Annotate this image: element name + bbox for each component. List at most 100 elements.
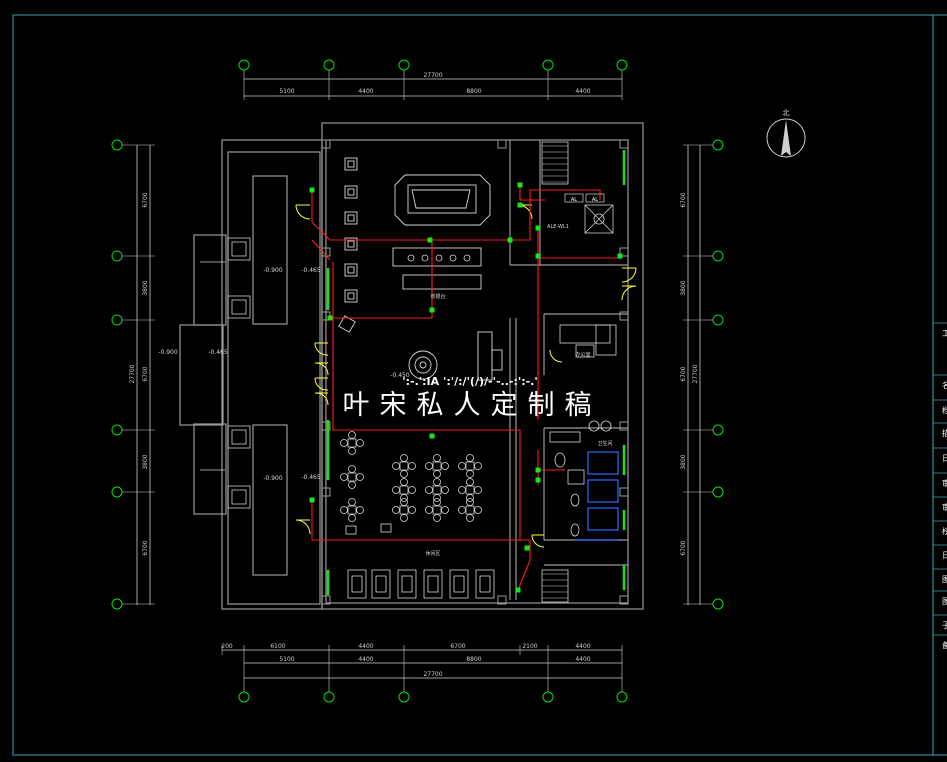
level-center: -0.450 (390, 372, 410, 379)
column-mark (619, 247, 629, 257)
axis-bubble-top (323, 59, 335, 71)
chair (340, 439, 348, 447)
chair (433, 494, 441, 502)
dim-right-seg-4: 3800 (680, 454, 687, 469)
office-furniture (559, 324, 617, 358)
device-box (427, 237, 433, 243)
title-char: 日 (942, 454, 947, 463)
chair (474, 462, 482, 470)
electrical-devices (309, 182, 623, 593)
device-box (517, 182, 523, 188)
title-char: 审 (942, 502, 947, 512)
device-box (524, 545, 530, 551)
dim-bottom-r1-5: 2100 (522, 643, 537, 650)
side-table (380, 523, 392, 533)
dim-top-seg-3: 8800 (466, 88, 481, 95)
title-char: 子 (942, 621, 947, 630)
level-left-entry: -0.900 (158, 349, 178, 356)
dim-right-seg-1: 6700 (680, 192, 687, 207)
column-mark (619, 595, 629, 605)
chair (466, 498, 474, 506)
dim-bottom-r1-2: 6100 (270, 643, 285, 650)
stair-treads-bottom (542, 573, 568, 599)
title-char: 日 (942, 551, 947, 560)
axis-bubble-top (542, 59, 554, 71)
chair (400, 498, 408, 506)
level-hall-lower: -0.465 (301, 474, 321, 481)
display-stand-inner (347, 266, 355, 274)
office-label: 办公室 (575, 351, 590, 358)
stair-top-right (541, 141, 569, 185)
left-shaft-details (200, 237, 251, 509)
counter-label: 收银台 (430, 293, 445, 300)
display-stand (344, 263, 358, 277)
dim-right-seg-2: 3800 (680, 280, 687, 295)
dim-right-seg-3: 6700 (680, 366, 687, 381)
counter-seat (421, 254, 429, 262)
device-box (327, 315, 333, 321)
dim-left-seg-1: 6700 (142, 192, 149, 207)
title-block (932, 14, 947, 756)
table (432, 505, 442, 515)
display-stand (344, 289, 358, 303)
dim-bottom-r1-4: 6700 (450, 643, 465, 650)
chair (400, 454, 408, 462)
counter-seat (407, 254, 415, 262)
level-lower-planter: -0.900 (263, 475, 283, 482)
doors (295, 204, 637, 548)
dim-left-seg-4: 3800 (142, 454, 149, 469)
chair (458, 486, 466, 494)
title-char: 工 (942, 329, 947, 338)
chair (433, 478, 441, 486)
chair (340, 506, 348, 514)
chair (474, 486, 482, 494)
table (399, 505, 409, 515)
chair (458, 506, 466, 514)
chair (466, 478, 474, 486)
axis-bubble-left (111, 598, 123, 610)
chair (466, 454, 474, 462)
seating-label: 休闲区 (425, 550, 440, 557)
axis-bubble-top (398, 59, 410, 71)
booth-seat (479, 575, 491, 593)
device-box (507, 237, 513, 243)
device-box (535, 477, 541, 483)
chair (466, 470, 474, 478)
chair (408, 486, 416, 494)
dim-top-total: 27700 (423, 72, 442, 79)
axis-bubble-right (712, 424, 724, 436)
booth (475, 569, 495, 599)
chair (400, 478, 408, 486)
dim-bottom-r1-1: 200 (221, 643, 233, 650)
device-box (517, 202, 523, 208)
display-stand (344, 237, 358, 251)
dim-bottom-r1-6: 4400 (575, 643, 590, 650)
display-stand (344, 185, 358, 199)
booth (397, 569, 417, 599)
structural-columns (321, 139, 629, 605)
chair (408, 506, 416, 514)
coffee-bar (408, 331, 503, 381)
drawing-frame (12, 14, 947, 756)
column-mark (497, 139, 507, 149)
booth (371, 569, 391, 599)
device-box (617, 253, 623, 259)
column-mark (321, 487, 331, 497)
electrical-wiring (311, 185, 620, 591)
chair (408, 462, 416, 470)
chair (433, 454, 441, 462)
dim-bottom-r2-4: 4400 (575, 656, 590, 663)
axis-bubble-left (111, 486, 123, 498)
axis-bubble-right (712, 139, 724, 151)
chair (348, 431, 356, 439)
column-mark (619, 487, 629, 497)
device-box (429, 307, 435, 313)
table (432, 485, 442, 495)
walls (179, 122, 644, 610)
toilet-fixtures (549, 420, 612, 537)
chair (425, 506, 433, 514)
axis-bubble-bottom (323, 691, 335, 703)
dim-left-seg-2: 3800 (142, 280, 149, 295)
booth-seat (453, 575, 465, 593)
dim-bottom-r2-2: 4400 (358, 656, 373, 663)
